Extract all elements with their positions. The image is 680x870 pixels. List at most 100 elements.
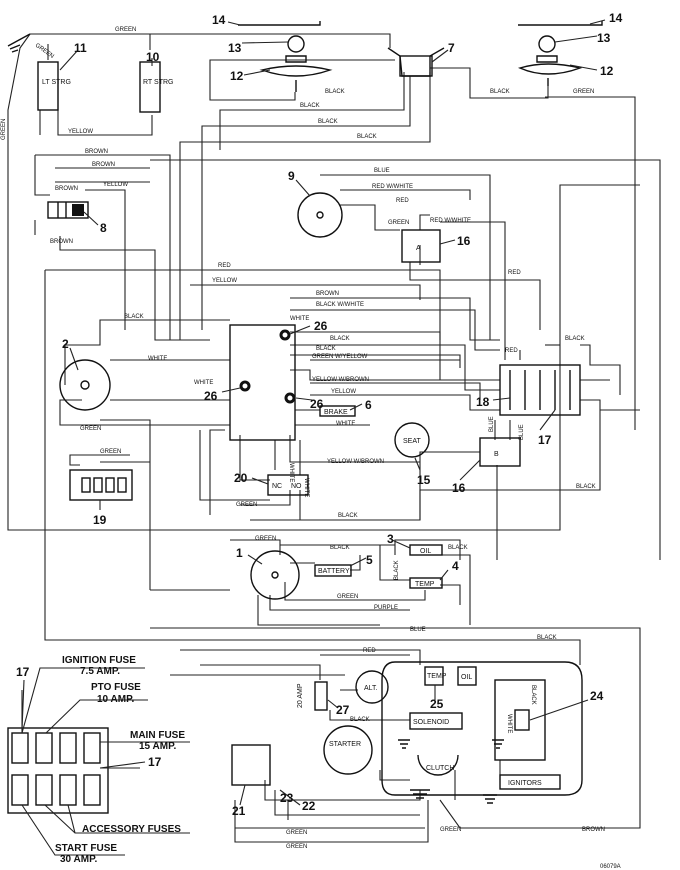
wire-label: BROWN	[92, 162, 115, 168]
wire-label: YELLOW	[331, 389, 356, 395]
svg-text:1: 1	[236, 546, 243, 560]
svg-text:5: 5	[366, 553, 373, 567]
wire-label: GREEN	[100, 449, 121, 455]
wire-label: YELLOW W/BROWN	[327, 459, 384, 465]
wire-label: GREEN W/YELLOW	[312, 354, 368, 360]
wire-label: BROWN	[55, 186, 78, 192]
wire-label: GREEN	[80, 426, 101, 432]
wire-label: GREEN	[115, 27, 136, 33]
svg-text:BATTERY: BATTERY	[318, 568, 350, 575]
svg-text:10: 10	[146, 50, 160, 64]
main-fuse-amp: 15 AMP.	[139, 741, 176, 752]
wire-label: BLACK	[394, 560, 400, 580]
wire-label: GREEN	[440, 827, 461, 833]
svg-text:17: 17	[16, 665, 30, 679]
wire-label: BROWN	[582, 827, 605, 833]
wire-label: WHITE	[290, 316, 309, 322]
svg-text:SOLENOID: SOLENOID	[413, 719, 449, 726]
brake-switch-6: BRAKE	[319, 405, 356, 417]
wire-label: RED	[363, 648, 376, 654]
hour-meter-2	[59, 359, 111, 411]
wire-label: RED W/WHITE	[430, 218, 471, 224]
rt-steering-switch: RT STRG	[139, 61, 173, 113]
svg-text:16: 16	[457, 234, 471, 248]
svg-text:TEMP: TEMP	[415, 581, 435, 588]
wire-label: BLACK	[490, 89, 510, 95]
wire-label: GREEN	[337, 594, 358, 600]
svg-text:2: 2	[62, 337, 69, 351]
svg-text:9: 9	[288, 169, 295, 183]
wire-label: BLACK	[565, 336, 585, 342]
start-fuse-amp: 30 AMP.	[60, 854, 97, 865]
svg-text:ALT.: ALT.	[364, 685, 378, 692]
callout-leaders	[21, 19, 606, 820]
wire-label: YELLOW	[212, 278, 237, 284]
svg-text:20 AMP: 20 AMP	[297, 683, 304, 708]
wire-label: WHITE	[194, 380, 213, 386]
callout-numbers: 14 13 12 14 13 12 11 10 7 8 9 16 2 26 26…	[16, 11, 623, 818]
wire-label: BLACK	[330, 336, 350, 342]
lt-steering-switch: LT STRG	[37, 61, 71, 111]
wire-label: BLUE	[519, 424, 525, 440]
wire-label: PURPLE	[374, 605, 398, 611]
wire-label: BLACK	[530, 685, 536, 705]
svg-text:13: 13	[228, 41, 242, 55]
wire-label: BLACK	[316, 346, 336, 352]
svg-text:12: 12	[600, 64, 614, 78]
svg-text:16: 16	[452, 481, 466, 495]
accessory-fuses-label: ACCESSORY FUSES	[82, 824, 181, 835]
wire-label: GREEN	[34, 43, 55, 60]
wire-label: GREEN	[286, 844, 307, 850]
svg-text:26: 26	[314, 319, 328, 333]
starter: STARTER	[323, 725, 373, 775]
wire-label: BLACK	[330, 545, 350, 551]
svg-text:25: 25	[430, 697, 444, 711]
wire-label: GREEN	[286, 830, 307, 836]
svg-text:6: 6	[365, 398, 372, 412]
wire-label: BROWN	[85, 149, 108, 155]
svg-text:14: 14	[212, 13, 226, 27]
svg-text:3: 3	[387, 532, 394, 546]
svg-text:20: 20	[234, 471, 248, 485]
battery-21	[231, 744, 271, 786]
svg-text:18: 18	[476, 395, 490, 409]
wire-label: WHITE	[148, 356, 167, 362]
wire-label: WHITE	[336, 421, 355, 427]
wire-label: BLACK	[325, 89, 345, 95]
ignition-switch-1	[250, 550, 300, 600]
svg-text:B: B	[494, 451, 499, 458]
wire-label: WHITE	[506, 714, 512, 733]
key-switch-9	[297, 192, 343, 238]
svg-text:8: 8	[100, 221, 107, 235]
headlight-right	[517, 21, 603, 86]
connector-17-18	[499, 364, 581, 416]
wire-harness	[7, 33, 661, 843]
wire-label: BLUE	[374, 168, 390, 174]
wire-label: BLACK	[350, 717, 370, 723]
svg-text:BRAKE: BRAKE	[324, 409, 348, 416]
wire-label: RED	[508, 270, 521, 276]
fuse-27: 20 AMP	[297, 681, 328, 711]
wire-label: BLUE	[489, 416, 495, 432]
ignition-fuse-label: IGNITION FUSE	[62, 655, 136, 666]
svg-text:19: 19	[93, 513, 107, 527]
svg-text:NC: NC	[272, 483, 282, 490]
ground-icon	[7, 33, 31, 53]
svg-text:12: 12	[230, 69, 244, 83]
wire-label: RED W/WHITE	[372, 184, 413, 190]
wire-label: BLACK	[448, 545, 468, 551]
svg-text:IGNITORS: IGNITORS	[508, 780, 542, 787]
seat-switch-15: SEAT	[394, 422, 430, 458]
svg-text:STARTER: STARTER	[329, 741, 361, 748]
svg-text:RT STRG: RT STRG	[143, 79, 173, 86]
svg-text:23: 23	[280, 791, 294, 805]
wire-label: BLACK	[124, 314, 144, 320]
wire-label: YELLOW	[103, 182, 128, 188]
engine-outline: TEMP OIL SOLENOID CLUTCH IGNITORS	[381, 661, 583, 796]
relay-16-top: A	[401, 229, 441, 263]
connector-8	[47, 201, 89, 219]
svg-text:21: 21	[232, 804, 246, 818]
light-switch-7	[387, 47, 445, 77]
main-fuse-label: MAIN FUSE	[130, 730, 185, 741]
